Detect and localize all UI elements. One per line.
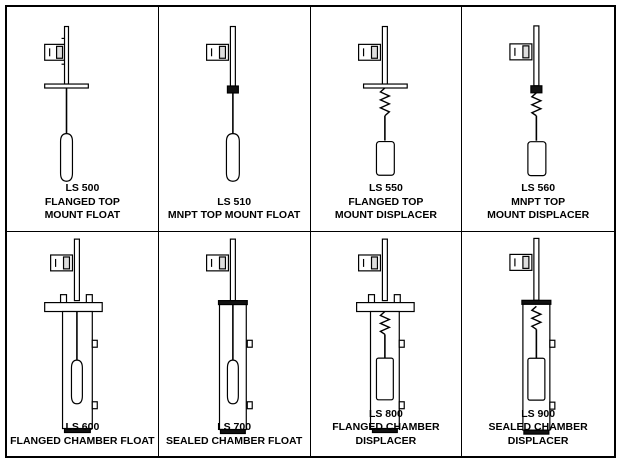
product-name-line: MNPT TOP (511, 195, 566, 208)
ls510-float-switch-diagram (205, 25, 240, 182)
product-name-line: DISPLACER (355, 434, 417, 447)
product-name-line: MOUNT DISPLACER (334, 209, 437, 221)
product-model: LS 800 (368, 407, 403, 420)
product-cell-ls700: LS 700 SEALED CHAMBER FLOAT (159, 231, 311, 456)
product-cell-ls900: LS 900 SEALED CHAMBER DISPLACER (462, 232, 614, 457)
product-model: LS 500 (65, 182, 100, 194)
product-caption: LS 600 FLANGED CHAMBER FLOAT (7, 421, 158, 448)
product-cell-ls510: LS 510 MNPT TOP MOUNT FLOAT (158, 7, 311, 232)
product-name-line: FLANGED CHAMBER (332, 421, 440, 433)
product-cell-ls560: LS 560 MNPT TOP MOUNT DISPLACER (462, 7, 614, 232)
product-name-line: FLANGED TOP (44, 195, 120, 208)
product-model: LS 550 (368, 182, 403, 194)
ls700-sealed-chamber-float-diagram (205, 238, 253, 434)
ls800-chamber-displacer-diagram (355, 238, 415, 433)
product-name-line: FLANGED CHAMBER FLOAT (10, 434, 155, 447)
product-name-line: SEALED CHAMBER FLOAT (165, 434, 303, 447)
product-cell-ls600: LS 600 FLANGED CHAMBER FLOAT (7, 231, 159, 456)
product-name-line: MOUNT DISPLACER (487, 209, 590, 221)
product-caption: LS 700 SEALED CHAMBER FLOAT (159, 421, 310, 448)
product-name-line: MNPT TOP MOUNT FLOAT (167, 209, 301, 221)
product-model: LS 900 (521, 407, 556, 420)
product-cell-ls550: LS 550 FLANGED TOP MOUNT DISPLACER (310, 7, 463, 232)
product-caption: LS 900 SEALED CHAMBER DISPLACER (462, 408, 614, 449)
product-caption: LS 560 MNPT TOP MOUNT DISPLACER (462, 182, 614, 223)
product-grid: LS 500 FLANGED TOP MOUNT FLOAT LS 510 MN… (5, 5, 616, 458)
product-caption: LS 550 FLANGED TOP MOUNT DISPLACER (311, 182, 462, 223)
ls560-displacer-switch-diagram (509, 25, 547, 177)
product-caption: LS 800 FLANGED CHAMBER DISPLACER (311, 408, 462, 449)
product-cell-ls800: LS 800 FLANGED CHAMBER DISPLACER (311, 231, 463, 456)
product-caption: LS 500 FLANGED TOP MOUNT FLOAT (7, 182, 158, 223)
product-name-line: FLANGED TOP (348, 195, 424, 208)
ls900-sealed-chamber-displacer-diagram (509, 237, 556, 435)
product-caption: LS 510 MNPT TOP MOUNT FLOAT (159, 196, 310, 223)
product-model: LS 700 (217, 421, 252, 433)
ls550-displacer-switch-diagram (357, 25, 408, 176)
product-cell-ls500: LS 500 FLANGED TOP MOUNT FLOAT (7, 7, 159, 232)
product-model: LS 600 (65, 421, 100, 433)
product-name-line: SEALED CHAMBER (488, 421, 588, 433)
product-model: LS 510 (217, 195, 252, 208)
product-model: LS 560 (521, 182, 556, 194)
product-name-line: DISPLACER (507, 434, 569, 447)
ls600-chamber-float-diagram (44, 238, 103, 433)
ls500-float-switch-diagram (44, 25, 89, 182)
product-name-line: MOUNT FLOAT (44, 209, 121, 221)
